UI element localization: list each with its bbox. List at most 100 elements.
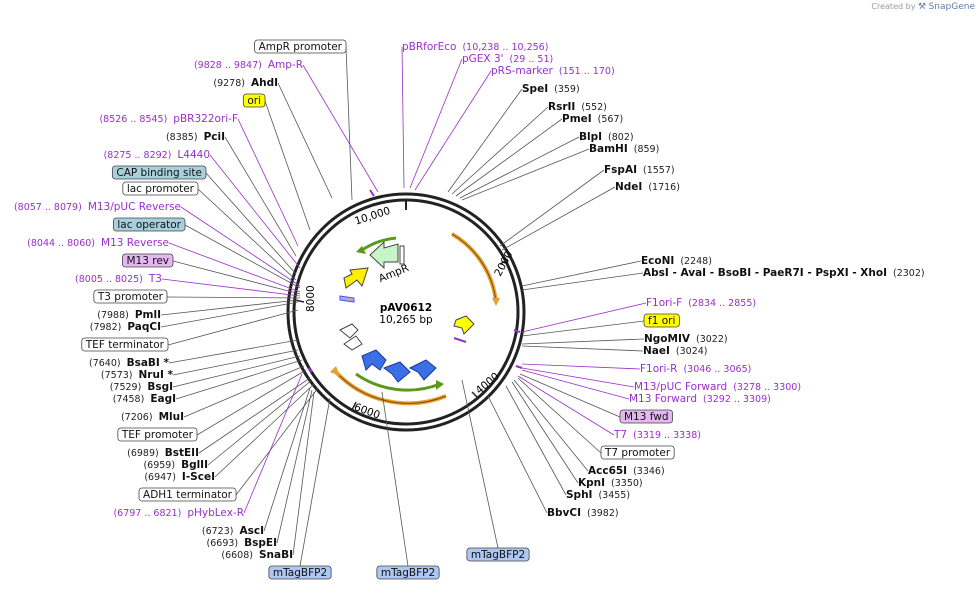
eagi-label[interactable]: (7458)EagI	[113, 359, 303, 405]
green-arc-lower-head	[436, 380, 444, 390]
cap-binding-site-label[interactable]: CAP binding site	[111, 165, 297, 275]
t7-label-leader-line	[517, 375, 615, 436]
lac-promoter-label[interactable]: lac promoter	[122, 181, 297, 281]
bamhi-label[interactable]: BamHI(859)	[461, 143, 659, 201]
pmei-label[interactable]: PmeI(567)	[455, 113, 623, 197]
l4440-label-coordinate: (8275 .. 8292)	[104, 150, 172, 161]
pgex-3-label-leader-line	[409, 58, 463, 189]
snabi-label[interactable]: (6608)SnaBI	[221, 391, 315, 561]
pbr322ori-f-label-coordinate: (8526 .. 8545)	[99, 114, 167, 125]
bsgi-label-text: BsgI	[147, 381, 173, 393]
bsteii-label[interactable]: (6989)BstEII	[127, 377, 311, 459]
orange-arc-lower-head	[330, 366, 340, 376]
kpni-label[interactable]: KpnI(3350)	[511, 381, 643, 489]
f1-ori-label[interactable]: f1 ori	[521, 313, 680, 337]
m13-reverse-label[interactable]: (8044 .. 8060)M13 Reverse	[27, 237, 301, 293]
ahdi-label-leader-line	[277, 82, 333, 199]
acc65i-label[interactable]: Acc65I(3346)	[513, 379, 665, 477]
t7-label[interactable]: T7(3319 .. 3338)	[517, 375, 701, 441]
f1ori-r-label-leader-line	[521, 363, 641, 370]
nrui-label[interactable]: (7573)NruI *	[101, 349, 299, 381]
sphi-label[interactable]: SphI(3455)	[505, 385, 630, 501]
bbvci-label[interactable]: BbvCI(3982)	[487, 395, 619, 519]
f1ori-f-label[interactable]: F1ori-F(2834 .. 2855)	[521, 297, 756, 333]
prs-marker-label[interactable]: pRS-marker(151 .. 170)	[414, 65, 615, 191]
amp-r-label[interactable]: (9828 .. 9847)Amp-R	[194, 59, 379, 193]
asci-label[interactable]: (6723)AscI	[202, 387, 311, 537]
econi-label[interactable]: EcoNI (2248)	[521, 255, 712, 287]
paqci-label[interactable]: (7982)PaqCI	[90, 301, 299, 333]
sphi-label-coordinate: (3455)	[598, 490, 630, 501]
credit-brand: SnapGene	[928, 2, 975, 12]
tef-promoter-label[interactable]: TEF promoter	[117, 369, 307, 442]
tef-promoter-label-box	[117, 427, 198, 442]
m13-reverse-label-text: M13 Reverse	[101, 237, 169, 249]
l4440-label[interactable]: (8275 .. 8292)L4440	[104, 149, 301, 269]
m13-fwd-label[interactable]: M13 fwd	[519, 373, 673, 424]
blpi-label[interactable]: BlpI(802)	[459, 131, 634, 199]
bsteii-label-leader-line	[198, 377, 311, 454]
orange-arc-upper	[450, 232, 498, 303]
mtagbfp2-label[interactable]: mTagBFP2	[461, 379, 530, 562]
pbr322ori-f-label[interactable]: (8526 .. 8545)pBR322ori-F	[99, 113, 299, 247]
m13-puc-reverse-label[interactable]: (8057 .. 8079)M13/pUC Reverse	[14, 201, 301, 287]
ori-label[interactable]: ori	[242, 93, 311, 231]
t3-label[interactable]: (8005 .. 8025)T3	[75, 273, 301, 297]
fspai-label[interactable]: FspAI(1557)	[499, 164, 675, 247]
pcii-label[interactable]: (8385)PciI	[166, 131, 297, 257]
mtagbfp2-label-leader-line	[381, 391, 409, 567]
bglii-label[interactable]: (6959)BglII	[143, 379, 313, 471]
ahdi-label-text: AhdI	[251, 77, 278, 89]
ngomiv-label-leader-line	[521, 338, 645, 345]
mtagbfp2-label-box	[268, 565, 332, 580]
bspei-label-leader-line	[276, 389, 313, 544]
econi-label-coordinate: (2248)	[680, 256, 712, 267]
ori-label-text: ori	[247, 95, 261, 107]
spei-label-coordinate: (359)	[554, 84, 580, 95]
spei-label[interactable]: SpeI(359)	[447, 83, 580, 193]
ahdi-label[interactable]: (9278)AhdI	[213, 77, 333, 199]
rsrii-label[interactable]: RsrII(552)	[451, 101, 607, 195]
f1-ori-label-box	[643, 313, 680, 328]
tef-terminator-label[interactable]: TEF terminator	[81, 309, 299, 352]
mtagbfp2-label[interactable]: mTagBFP2	[376, 391, 440, 580]
bsabi-label-coordinate: (7640)	[89, 358, 121, 369]
m13-rev-label[interactable]: M13 rev	[122, 253, 301, 295]
mtagbfp2-label[interactable]: mTagBFP2	[268, 397, 332, 580]
m13-puc-forward-label[interactable]: M13/pUC Forward(3278 .. 3300)	[521, 367, 801, 393]
bsgi-label[interactable]: (7529)BsgI	[110, 355, 301, 393]
absi-avai-bsobi-paer7i-pspxi-xhoi-label[interactable]: AbsI - AvaI - BsoBI - PaeR7I - PspXI - X…	[521, 267, 925, 291]
i-scei-label[interactable]: (6947)I-SceI	[144, 383, 315, 483]
t7-promoter-label[interactable]: T7 promoter	[517, 377, 675, 460]
f1ori-r-label[interactable]: F1ori-R(3046 .. 3065)	[521, 363, 751, 375]
bspei-label[interactable]: (6693)BspEI	[207, 389, 313, 549]
ndei-label[interactable]: NdeI(1716)	[501, 181, 680, 251]
cap-binding-site-label-leader-line	[205, 172, 297, 275]
ampr-promoter-label[interactable]: AmpR promoter	[254, 39, 353, 201]
bspei-label-coordinate: (6693)	[207, 538, 239, 549]
naei-label[interactable]: NaeI(3024)	[521, 345, 708, 357]
ngomiv-label[interactable]: NgoMIV(3022)	[521, 333, 728, 345]
m13-forward-label[interactable]: M13 Forward(3292 .. 3309)	[521, 369, 771, 405]
pmli-label[interactable]: (7988)PmlI	[97, 299, 299, 321]
econi-label-text: EcoNI	[641, 255, 674, 267]
mlui-label[interactable]: (7206)MluI	[121, 365, 305, 423]
amp-r-label-coordinate: (9828 .. 9847)	[194, 60, 262, 71]
phyblex-r-label[interactable]: (6797 .. 6821)pHybLex-R	[113, 373, 303, 519]
orange-arc-lower-inner	[333, 369, 447, 404]
prs-marker-label-coordinate: (151 .. 170)	[559, 66, 615, 77]
lac-operator-label[interactable]: lac operator	[112, 217, 301, 289]
absi-avai-bsobi-paer7i-pspxi-xhoi-label-leader-line	[521, 272, 644, 291]
pbrforeco-label[interactable]: pBRforEco(10,238 .. 10,256)	[401, 41, 548, 189]
ndei-label-leader-line	[501, 186, 616, 251]
bsabi-label[interactable]: (7640)BsaBI *	[89, 339, 299, 369]
m13-puc-forward-label-leader-line	[521, 367, 635, 388]
m13-puc-reverse-label-leader-line	[180, 206, 301, 287]
pgex-3-label[interactable]: pGEX 3'(29 .. 51)	[409, 53, 553, 189]
m13-puc-reverse-label-text: M13/pUC Reverse	[88, 201, 181, 213]
nrui-label-leader-line	[172, 349, 299, 376]
adh1-terminator-label[interactable]: ADH1 terminator	[138, 387, 319, 502]
pmei-label-leader-line	[455, 118, 563, 197]
mlui-label-leader-line	[183, 365, 305, 418]
t3-promoter-label[interactable]: T3 promoter	[93, 289, 301, 304]
